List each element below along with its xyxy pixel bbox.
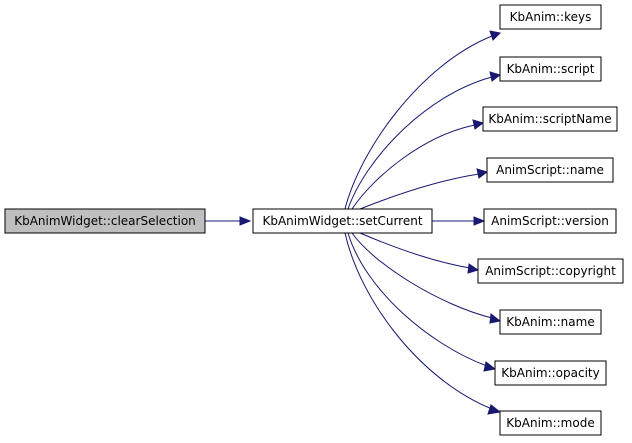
edge-hub-to-kbanim-script <box>347 71 502 210</box>
edge-hub-to-animscript-name <box>359 168 489 210</box>
node-animscript-copyright-label: AnimScript::copyright <box>485 264 616 278</box>
edge-hub-to-animscript-copyright <box>359 232 480 274</box>
node-root[interactable]: KbAnimWidget::clearSelection <box>4 208 206 234</box>
edge-hub-to-kbanim-name <box>351 232 502 324</box>
node-root-label: KbAnimWidget::clearSelection <box>14 214 196 228</box>
edge-hub-to-kbanim-keys <box>344 30 502 210</box>
node-kbanim-name-label: KbAnim::name <box>506 315 594 329</box>
node-kbanim-mode-label: KbAnim::mode <box>506 416 594 430</box>
edge-hub-to-kbanim-mode <box>344 232 502 415</box>
node-hub[interactable]: KbAnimWidget::setCurrent <box>252 208 433 234</box>
edge-root-to-hub <box>205 216 252 226</box>
node-kbanim-keys[interactable]: KbAnim::keys <box>499 4 602 30</box>
node-kbanim-scriptname[interactable]: KbAnim::scriptName <box>482 106 618 132</box>
node-kbanim-opacity[interactable]: KbAnim::opacity <box>494 360 607 386</box>
node-kbanim-script-label: KbAnim::script <box>507 62 595 76</box>
node-animscript-name-label: AnimScript::name <box>496 163 604 177</box>
node-animscript-version[interactable]: AnimScript::version <box>483 208 617 234</box>
node-kbanim-name[interactable]: KbAnim::name <box>499 309 602 335</box>
node-kbanim-script[interactable]: KbAnim::script <box>499 56 602 82</box>
node-kbanim-opacity-label: KbAnim::opacity <box>501 366 599 380</box>
node-kbanim-mode[interactable]: KbAnim::mode <box>499 410 602 436</box>
edge-hub-to-kbanim-opacity <box>347 232 497 372</box>
node-kbanim-scriptname-label: KbAnim::scriptName <box>488 112 611 126</box>
node-kbanim-keys-label: KbAnim::keys <box>510 10 592 24</box>
node-animscript-copyright[interactable]: AnimScript::copyright <box>477 258 624 284</box>
node-animscript-name[interactable]: AnimScript::name <box>486 157 614 183</box>
edge-hub-to-animscript-version <box>432 216 486 226</box>
node-animscript-version-label: AnimScript::version <box>491 214 609 228</box>
node-hub-label: KbAnimWidget::setCurrent <box>262 214 422 228</box>
edge-hub-to-kbanim-scriptname <box>351 119 485 210</box>
